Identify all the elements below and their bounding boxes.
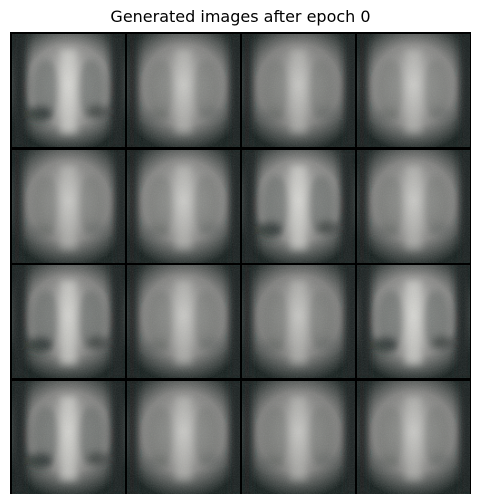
figure-title: Generated images after epoch 0 [110, 7, 371, 26]
generated-image-tile [357, 265, 470, 378]
generated-image-tile [127, 380, 240, 494]
generated-image-tile [127, 149, 240, 263]
generated-image-tile [12, 380, 125, 494]
generated-image-tile [12, 265, 125, 378]
generated-image-tile [357, 34, 470, 147]
generated-image-grid [10, 32, 471, 494]
generated-image-tile [12, 34, 125, 147]
generated-image-tile [357, 380, 470, 494]
generated-image-tile [357, 149, 470, 263]
generated-image-tile [127, 34, 240, 147]
generated-image-tile [242, 34, 355, 147]
generated-image-tile [242, 265, 355, 378]
generated-image-tile [12, 149, 125, 263]
generated-image-tile [242, 149, 355, 263]
generated-image-tile [127, 265, 240, 378]
generated-image-tile [242, 380, 355, 494]
